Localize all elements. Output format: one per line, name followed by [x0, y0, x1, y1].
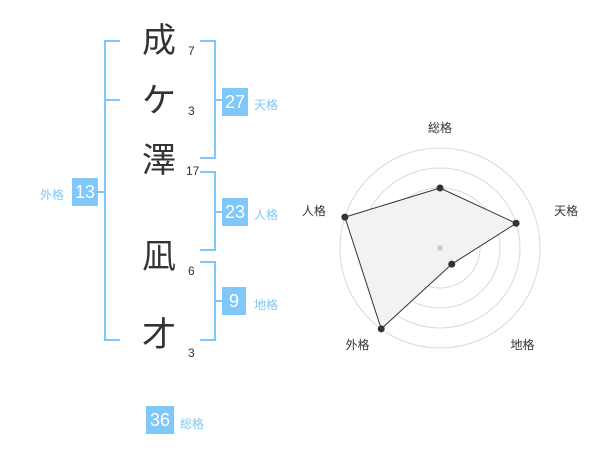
radar-axis-label-3: 地格 — [511, 337, 535, 352]
radar-polygon — [344, 187, 518, 330]
stroke-count-5: 3 — [188, 346, 195, 360]
jinkaku-badge: 23 — [222, 198, 248, 226]
radar-center-dot — [437, 245, 443, 251]
stroke-count-3: 17 — [186, 164, 200, 178]
chikaku-badge: 9 — [222, 287, 246, 315]
gaikaku-badge: 13 — [72, 178, 98, 206]
radar-point-2 — [512, 219, 520, 227]
radar-point-1 — [436, 184, 444, 192]
soukaku-badge: 36 — [146, 406, 174, 434]
gaikaku-label: 外格 — [40, 188, 65, 202]
radar-point-3 — [448, 260, 456, 268]
name-char-4: 凪 — [142, 237, 176, 277]
name-char-3: 澤 — [142, 141, 176, 181]
tenkaku-badge: 27 — [222, 88, 248, 116]
stroke-count-4: 6 — [188, 264, 195, 278]
name-char-1: 成 — [142, 21, 176, 61]
radar-point-5 — [341, 213, 349, 221]
radar-axis-label-2: 天格 — [554, 203, 578, 218]
radar-axis-label-4: 外格 — [345, 337, 369, 352]
jinkaku-label: 人格 — [254, 208, 279, 222]
soukaku-label: 総格 — [180, 417, 205, 431]
chikaku-label: 地格 — [254, 298, 279, 312]
stroke-count-1: 7 — [188, 44, 195, 58]
radar-ring-5 — [339, 147, 541, 349]
radar-axis-label-1: 総格 — [428, 120, 452, 135]
name-char-2: ケ — [142, 81, 176, 121]
tenkaku-label: 天格 — [254, 98, 279, 112]
stroke-count-2: 3 — [188, 104, 195, 118]
radar-axis-label-5: 人格 — [302, 203, 326, 218]
name-char-5: 才 — [142, 315, 176, 355]
radar-point-4 — [377, 325, 385, 333]
